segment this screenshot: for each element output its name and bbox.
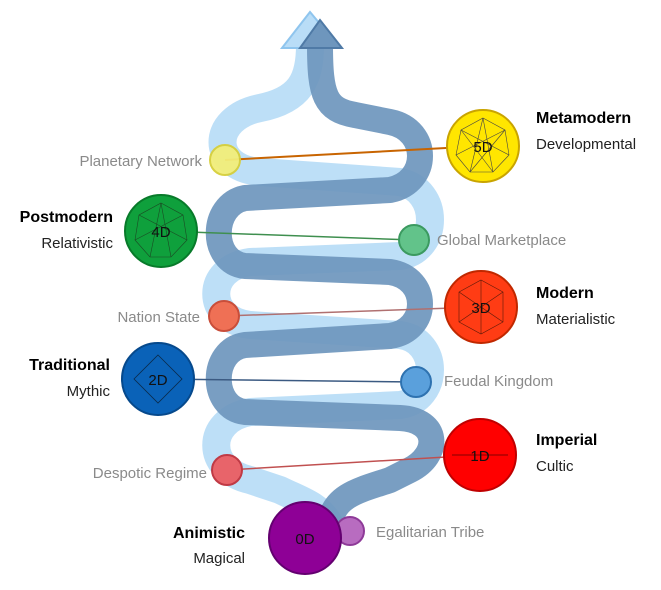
label-feudal-kingdom: Feudal Kingdom xyxy=(444,373,553,390)
connector-3d xyxy=(223,306,482,317)
subtitle-1d: Cultic xyxy=(536,458,574,475)
title-5d: Metamodern xyxy=(536,110,631,127)
node-feudal-kingdom xyxy=(400,366,432,398)
node-planetary-network xyxy=(209,144,241,176)
title-3d: Modern xyxy=(536,285,594,302)
node-labels: Planetary Network Global Marketplace Nat… xyxy=(79,153,566,541)
badge-3d: 3D xyxy=(444,270,518,344)
subtitle-5d: Developmental xyxy=(536,136,636,153)
label-global-marketplace: Global Marketplace xyxy=(437,232,566,249)
badge-1d-label: 1D xyxy=(470,448,489,465)
dark-spiral-path xyxy=(205,18,445,535)
subtitle-4d: Relativistic xyxy=(41,235,113,252)
title-1d: Imperial xyxy=(536,432,597,449)
connector-lines xyxy=(157,145,484,471)
title-4d: Postmodern xyxy=(20,209,113,226)
badge-4d: 4D xyxy=(124,194,198,268)
label-nation-state: Nation State xyxy=(117,309,200,326)
node-global-marketplace xyxy=(398,224,430,256)
badge-5d-label: 5D xyxy=(473,139,492,156)
node-despotic-regime xyxy=(211,454,243,486)
label-planetary-network: Planetary Network xyxy=(79,153,202,170)
badge-0d-label: 0D xyxy=(295,531,314,548)
badge-5d: 5D xyxy=(446,109,520,183)
badge-1d: 1D xyxy=(443,418,517,492)
connector-4d xyxy=(160,230,415,241)
badge-4d-label: 4D xyxy=(151,224,170,241)
label-egalitarian-tribe: Egalitarian Tribe xyxy=(376,524,484,541)
badge-3d-label: 3D xyxy=(471,300,490,317)
title-2d: Traditional xyxy=(29,357,110,374)
title-0d: Animistic xyxy=(173,525,245,542)
badge-0d: 0D xyxy=(268,501,342,575)
badge-2d: 2D xyxy=(121,342,195,416)
label-despotic-regime: Despotic Regime xyxy=(93,465,207,482)
small-nodes xyxy=(208,144,432,546)
connector-2d xyxy=(157,378,417,383)
subtitle-0d: Magical xyxy=(193,550,245,567)
level-labels: Metamodern Developmental Postmodern Rela… xyxy=(20,110,636,567)
connector-5d xyxy=(224,145,484,161)
connector-1d xyxy=(226,454,481,471)
subtitle-2d: Mythic xyxy=(67,383,111,400)
badge-2d-label: 2D xyxy=(148,372,167,389)
node-nation-state xyxy=(208,300,240,332)
subtitle-3d: Materialistic xyxy=(536,311,616,328)
